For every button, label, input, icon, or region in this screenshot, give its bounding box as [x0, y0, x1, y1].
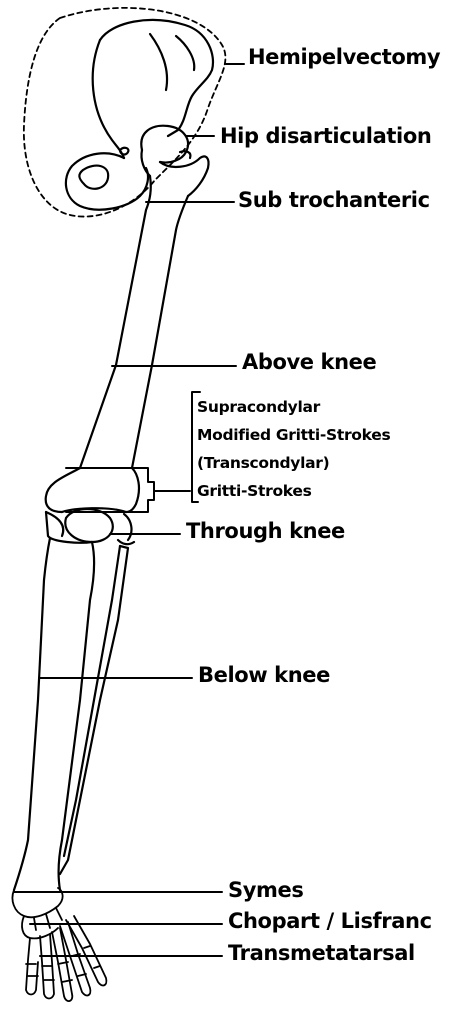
label-transmetatarsal: Transmetatarsal — [228, 943, 415, 964]
label-chopart-lisfranc: Chopart / Lisfranc — [228, 911, 432, 932]
pointer-lines — [14, 64, 244, 956]
foot-bones — [12, 888, 106, 1001]
label-gritti-strokes: Gritti-Strokes — [197, 484, 312, 500]
hemipelvectomy-dashed-outline — [24, 8, 226, 217]
label-hemipelvectomy: Hemipelvectomy — [248, 47, 440, 68]
label-supracondylar: Supracondylar — [197, 400, 320, 416]
pointer-gritti-bracket — [66, 468, 154, 512]
label-symes: Symes — [228, 880, 303, 901]
knee-joint — [46, 468, 139, 544]
pelvis-bone — [66, 20, 213, 210]
label-hip-disarticulation: Hip disarticulation — [220, 126, 431, 147]
label-below-knee: Below knee — [198, 665, 330, 686]
label-sub-trochanteric: Sub trochanteric — [238, 190, 430, 211]
label-modified-gritti-strokes: Modified Gritti-Strokes — [197, 428, 390, 444]
femur-shaft — [80, 176, 188, 468]
tibia-fibula — [14, 538, 128, 890]
label-transcondylar: (Transcondylar) — [197, 456, 329, 472]
label-above-knee: Above knee — [242, 352, 376, 373]
label-through-knee: Through knee — [186, 521, 345, 542]
